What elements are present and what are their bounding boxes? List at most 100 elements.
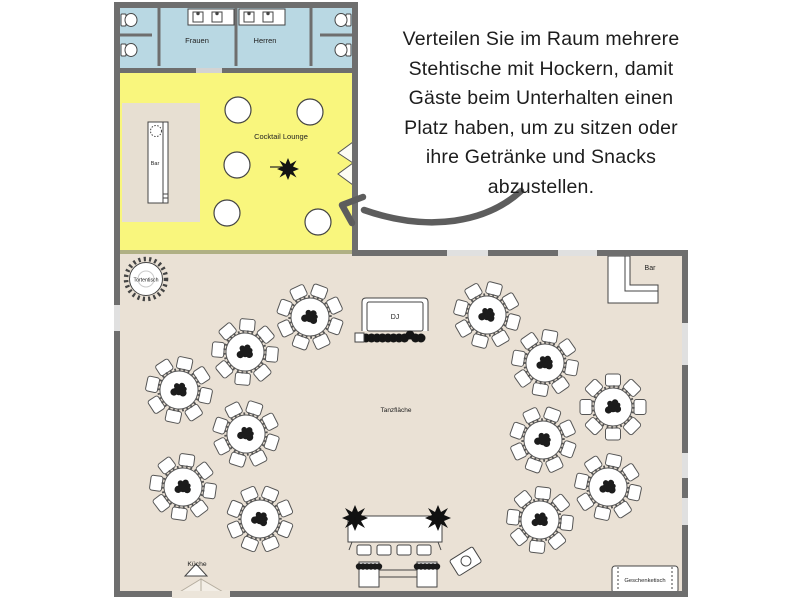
centerpiece-icon: [547, 359, 553, 365]
centerpiece-icon: [534, 437, 542, 445]
hall-bar-label: Bar: [645, 265, 657, 272]
dance-floor-label: Tanzfläche: [380, 407, 411, 414]
centerpiece-icon: [255, 511, 262, 518]
centerpiece-icon: [539, 356, 546, 362]
chair: [145, 375, 161, 394]
centerpiece-icon: [248, 431, 254, 437]
chair: [531, 382, 549, 397]
centerpiece-icon: [262, 516, 268, 522]
annotation-text: Verteilen Sie im Raum mehrere Stehtische…: [388, 25, 694, 202]
centerpiece-icon: [177, 480, 184, 486]
centerpiece-icon: [531, 518, 539, 527]
chair: [215, 360, 234, 379]
buffet-tables: [355, 561, 441, 588]
chair: [605, 373, 621, 387]
centerpiece-icon: [312, 314, 318, 320]
guest-table: [453, 281, 521, 349]
chair: [584, 417, 603, 436]
chair: [239, 318, 256, 333]
guest-table: [149, 453, 217, 521]
chair: [528, 539, 546, 554]
chair: [190, 499, 209, 518]
centerpiece-icon: [173, 383, 180, 389]
cake-table-label: Tortentisch: [133, 278, 158, 284]
annotation-line: Stehtische mit Hockern, damit: [408, 57, 674, 80]
chair: [510, 442, 527, 461]
chair: [234, 371, 251, 386]
chair: [149, 474, 164, 492]
annotation-line: Gäste beim Unterhalten einen: [408, 87, 674, 109]
centerpiece-icon: [615, 402, 621, 408]
centerpiece-icon: [602, 480, 609, 486]
centerpiece-icon: [489, 311, 495, 317]
guest-table: [506, 486, 574, 554]
chair: [593, 505, 612, 521]
lounge-bar-label: Bar: [151, 161, 160, 167]
chair: [211, 341, 226, 358]
chair: [543, 406, 562, 423]
centerpiece-icon: [478, 313, 486, 321]
chair: [626, 483, 642, 502]
guest-table: [276, 283, 344, 351]
centerpiece-icon: [536, 361, 544, 369]
chair: [605, 427, 621, 441]
guest-table: [226, 485, 294, 553]
dj-label: DJ: [391, 314, 400, 321]
centerpiece-icon: [613, 405, 622, 413]
chair: [623, 417, 642, 436]
cake-table: Tortentisch: [123, 256, 169, 302]
centerpiece-icon: [251, 516, 259, 524]
cocktail-lounge-label: Cocktail Lounge: [254, 132, 308, 141]
centerpiece-icon: [305, 309, 312, 316]
kitchen-label: Küche: [187, 561, 206, 568]
chair: [510, 527, 528, 547]
chair: [576, 492, 595, 511]
head-table: [342, 505, 451, 556]
gift-box: [449, 546, 482, 576]
chair: [455, 319, 473, 338]
centerpiece-icon: [534, 513, 541, 520]
chair: [471, 333, 489, 349]
chair: [261, 535, 280, 553]
chair: [228, 451, 247, 468]
chair: [547, 532, 567, 550]
centerpiece-icon: [237, 431, 245, 440]
chair: [559, 514, 574, 532]
head-table-chairs: [356, 544, 432, 556]
centerpiece-icon: [545, 437, 551, 443]
centerpiece-icon: [599, 485, 607, 493]
chair: [312, 333, 331, 350]
chair: [277, 319, 294, 338]
chair: [202, 482, 217, 500]
gift-table-label: Geschenketisch: [624, 578, 665, 584]
chair: [534, 486, 552, 501]
centerpiece-icon: [542, 516, 548, 521]
chair: [579, 399, 593, 415]
centerpiece-icon: [247, 348, 253, 353]
chair: [184, 403, 203, 422]
centerpiece-icon: [185, 483, 191, 489]
chair: [178, 453, 196, 468]
chair: [249, 449, 268, 467]
garland-decor: [355, 563, 441, 570]
centerpiece-icon: [239, 345, 246, 352]
chair: [253, 363, 272, 382]
chair: [276, 298, 293, 317]
guest-table: [511, 329, 579, 397]
chair: [560, 440, 577, 459]
chair: [147, 395, 166, 414]
chair: [197, 386, 213, 405]
walls: [114, 2, 688, 597]
centerpiece-icon: [538, 432, 545, 439]
standing-table: [304, 208, 332, 236]
annotation-line: Platz haben, um zu sitzen oder: [404, 116, 678, 139]
annotation-line: ihre Getränke und Snacks: [425, 146, 657, 168]
standing-table: [213, 199, 241, 227]
chair: [226, 499, 244, 518]
guest-table: [509, 406, 577, 474]
annotation-line: Verteilen Sie im Raum mehrere: [402, 28, 680, 50]
lounge-bar: [147, 121, 169, 204]
chair: [175, 356, 194, 372]
centerpiece-icon: [174, 485, 182, 493]
